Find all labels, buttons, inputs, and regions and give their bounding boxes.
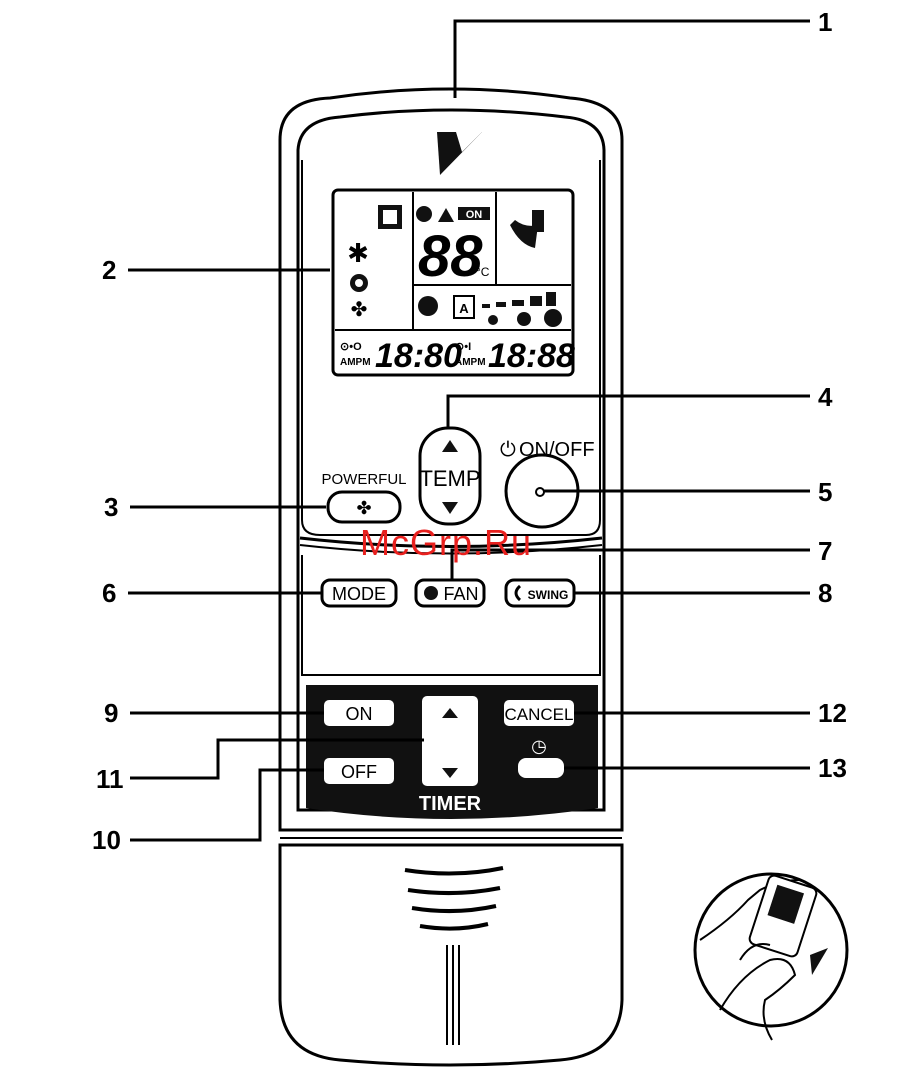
callout-6: 6 [102,580,116,606]
fan-label: FAN [443,584,478,604]
cool-mode-icon: ✱ [347,239,369,269]
watermark: McGrp.Ru [360,522,532,564]
callout-1: 1 [818,9,832,35]
timer-adjust-button[interactable] [422,696,478,786]
callout-13: 13 [818,755,847,781]
callout-2: 2 [102,257,116,283]
timer-right-ampm: AMPM [455,357,486,368]
fan-button[interactable]: FAN [416,580,484,606]
timer-on-indicator-icon: ⊙•O [340,341,362,353]
lcd-display: ✱ ✤ ON 88 °C A ⊙•O AMPM 18:80 ⊙•I AMPM 1… [333,190,575,375]
swing-label: SWING [528,588,569,602]
timer-label: TIMER [419,793,482,815]
temp-label: TEMP [419,466,480,491]
powerful-indicator-icon [416,206,432,222]
callout-8: 8 [818,580,832,606]
powerful-button[interactable]: ✤ [328,492,400,522]
temp-button[interactable]: TEMP [419,428,480,524]
timer-on-button[interactable]: ON [324,700,394,726]
timer-on-label: ON [346,704,373,724]
clock-button[interactable] [518,758,564,778]
cancel-button[interactable]: CANCEL [504,700,574,726]
callout-12: 12 [818,700,847,726]
mode-button[interactable]: MODE [322,580,396,606]
timer-off-indicator-icon: ⊙•I [455,341,471,353]
on-badge: ON [466,209,483,221]
callout-3: 3 [104,494,118,520]
mode-label: MODE [332,584,386,604]
timer-left-ampm: AMPM [340,357,371,368]
timer-panel: ON OFF TIMER CANCEL ◷ [306,685,598,819]
temperature-unit: °C [476,265,490,279]
callout-10: 10 [92,827,121,853]
battery-cover-inset [695,874,847,1040]
fan-speed-icon [418,296,438,316]
power-icon: ⏻ [500,437,516,461]
temperature-digits: 88 [418,224,483,289]
timer-left-digits: 18:80 [375,337,462,375]
callout-11: 11 [96,766,124,792]
cancel-label: CANCEL [505,705,574,724]
powerful-fan-icon: ✤ [356,498,371,519]
powerful-label: POWERFUL [321,471,406,488]
callout-5: 5 [818,479,832,505]
swing-button[interactable]: SWING [506,580,574,606]
callout-7: 7 [818,538,832,564]
fan-mode-icon: ✤ [351,297,368,321]
svg-text:A: A [459,301,469,316]
timer-off-label: OFF [341,762,377,782]
clock-icon: ◷ [531,736,547,757]
timer-off-button[interactable]: OFF [324,758,394,784]
callout-4: 4 [818,384,832,410]
callout-9: 9 [104,700,118,726]
fan-button-icon [424,586,438,600]
timer-right-digits: 18:88 [488,337,575,375]
